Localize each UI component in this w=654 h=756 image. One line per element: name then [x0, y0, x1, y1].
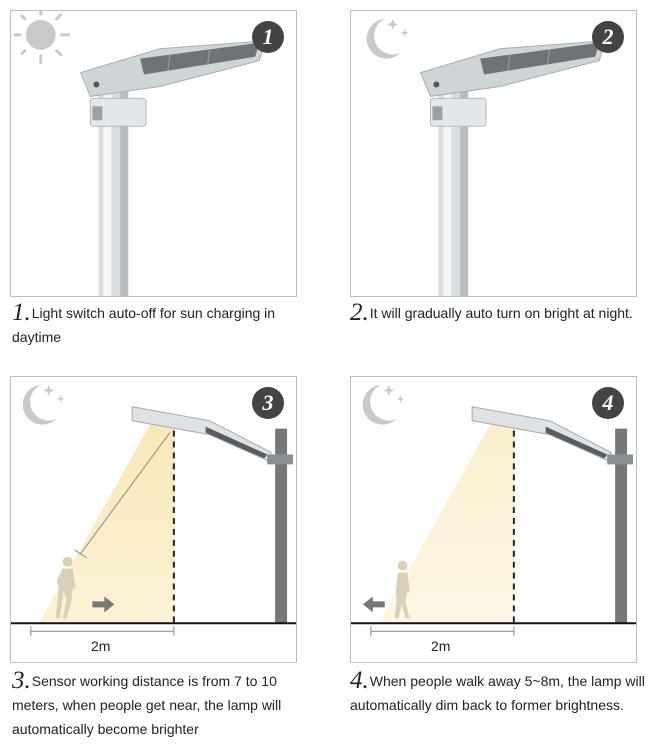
distance-marker	[370, 626, 515, 637]
caption-text: Sensor working distance is from 7 to 10 …	[12, 673, 282, 737]
distance-label: 2m	[91, 638, 111, 654]
moon-stars-icon	[22, 384, 65, 425]
caption-text: It will gradually auto turn on bright at…	[369, 305, 633, 321]
step-1-panel: 1	[10, 10, 297, 297]
step-number-badge: 3	[252, 387, 284, 419]
step-number-badge: 4	[592, 387, 624, 419]
distance-label: 2m	[431, 638, 451, 654]
step-2-panel: 2	[350, 10, 637, 297]
walking-person-icon	[394, 560, 410, 619]
distance-marker	[30, 626, 175, 637]
solar-street-lamp	[131, 406, 294, 624]
step-number-badge: 1	[252, 21, 284, 53]
step-4-panel: 2m 4	[350, 376, 637, 663]
light-beam	[378, 424, 515, 624]
caption-number: 1.	[12, 299, 31, 326]
solar-street-lamp	[79, 40, 266, 296]
step-4-caption: 4.When people walk away 5~8m, the lamp w…	[350, 667, 650, 717]
caption-text: Light switch auto-off for sun charging i…	[12, 305, 276, 345]
moon-stars-icon	[362, 384, 405, 425]
daytime-lamp-illustration	[13, 11, 266, 296]
walking-person-icon	[55, 556, 76, 619]
caption-number: 2.	[350, 299, 369, 326]
caption-number: 3.	[12, 667, 31, 694]
leaving-lamp-illustration	[351, 384, 636, 637]
sensor-range-line	[80, 432, 171, 555]
step-3-panel: 2m 3	[10, 376, 297, 663]
step-3-caption: 3.Sensor working distance is from 7 to 1…	[12, 667, 312, 741]
moon-stars-icon	[366, 18, 409, 59]
step-number-badge: 2	[592, 21, 624, 53]
night-lamp-illustration	[366, 18, 606, 296]
caption-text: When people walk away 5~8m, the lamp wil…	[350, 673, 645, 713]
solar-street-lamp	[471, 406, 634, 624]
step-1-caption: 1.Light switch auto-off for sun charging…	[12, 299, 312, 349]
arrow-right-icon	[92, 596, 115, 613]
solar-street-lamp	[419, 40, 606, 296]
arrow-left-icon	[362, 596, 385, 613]
caption-number: 4.	[350, 667, 369, 694]
step-2-caption: 2.It will gradually auto turn on bright …	[350, 299, 654, 326]
approaching-lamp-illustration	[11, 384, 296, 637]
sun-icon	[13, 11, 71, 65]
